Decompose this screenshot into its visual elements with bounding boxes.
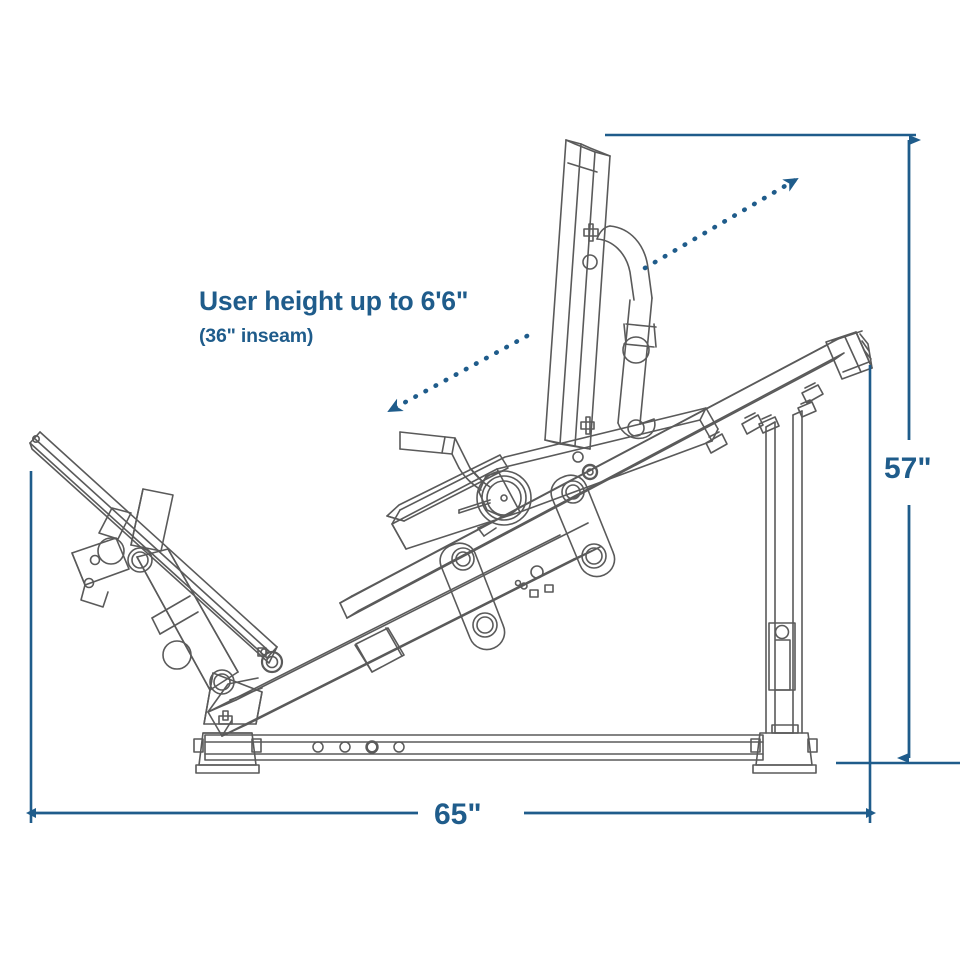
right-vertical-post	[758, 399, 817, 734]
range-of-motion-arrow-down	[386, 333, 530, 414]
front-link-plate	[439, 542, 506, 651]
carriage-main-tube	[207, 522, 601, 737]
width-dimension-label: 65"	[434, 798, 482, 831]
user-height-callout: User height up to 6'6"	[199, 286, 469, 316]
release-handle	[399, 431, 497, 537]
range-of-motion-arrow-up	[642, 176, 800, 271]
left-lower-bracket	[203, 672, 263, 725]
backrest-support-link	[596, 225, 657, 440]
left-support-cylinder	[127, 547, 239, 695]
inseam-callout: (36" inseam)	[199, 325, 314, 347]
base-adjustment-holes	[312, 740, 405, 754]
carriage-body	[386, 407, 719, 550]
rear-link-plate	[550, 474, 616, 578]
rail-roller	[257, 647, 284, 674]
height-dimension-label: 57"	[884, 452, 932, 485]
base-rail	[204, 734, 764, 761]
carriage-hardware	[514, 451, 599, 598]
pivot-hub	[476, 470, 532, 526]
